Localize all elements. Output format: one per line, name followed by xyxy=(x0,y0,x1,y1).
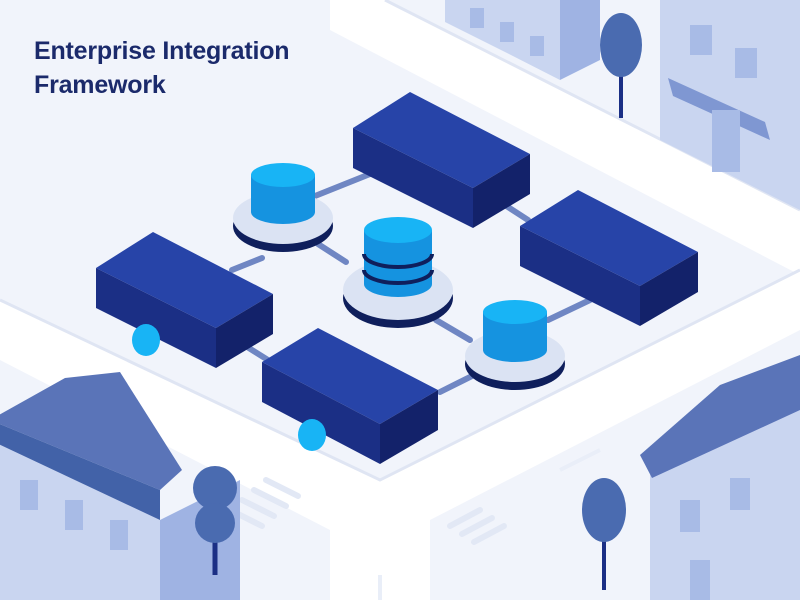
status-dot xyxy=(298,419,326,451)
buildings-top-right xyxy=(445,0,800,210)
roof xyxy=(640,355,800,478)
window xyxy=(730,478,750,510)
database-node-left xyxy=(233,163,333,252)
door xyxy=(712,110,740,172)
crosswalk-right xyxy=(447,507,507,545)
window xyxy=(530,36,544,56)
window xyxy=(690,25,712,55)
window xyxy=(470,8,484,28)
road-top-right xyxy=(330,0,800,275)
window xyxy=(735,48,757,78)
tree-bottom-right xyxy=(582,478,626,590)
roof xyxy=(0,372,182,490)
server-block-right xyxy=(520,190,698,326)
road-bottom xyxy=(0,270,800,600)
window xyxy=(20,480,38,510)
status-dot xyxy=(132,324,160,356)
server-block-top xyxy=(353,92,530,228)
window xyxy=(110,520,128,550)
tree-top xyxy=(600,13,642,118)
page-title: Enterprise Integration Framework xyxy=(34,34,290,102)
road-dashes xyxy=(378,448,601,600)
window xyxy=(680,500,700,532)
window xyxy=(500,22,514,42)
road-bottom-edge xyxy=(0,268,800,482)
building-bottom-left xyxy=(0,372,240,600)
window xyxy=(65,500,83,530)
window xyxy=(690,560,710,600)
title-line-1: Enterprise Integration xyxy=(34,37,290,65)
database-node-center xyxy=(343,217,453,328)
building-bottom-right xyxy=(640,355,800,600)
tree-bottom-left xyxy=(193,466,237,575)
server-block-bottom xyxy=(262,328,438,464)
database-node-right xyxy=(465,300,565,390)
title-line-2: Framework xyxy=(34,71,166,99)
awning xyxy=(668,78,770,140)
server-block-left xyxy=(96,232,273,368)
